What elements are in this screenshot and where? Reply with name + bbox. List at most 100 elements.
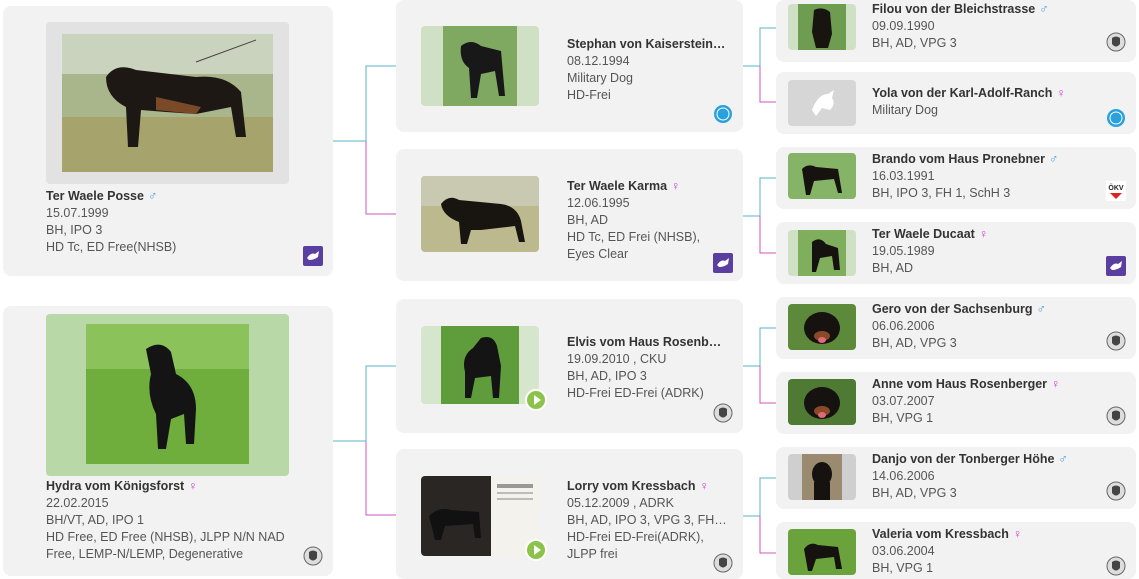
dog-info-line: Free, LEMP-N/LEMP, Degenerative (46, 547, 244, 561)
fci-badge-icon (1106, 108, 1126, 128)
rottweiler-badge-icon (303, 546, 323, 566)
dog-info-line: 22.02.2015 (46, 496, 109, 510)
dog-name[interactable]: Danjo von der Tonberger Höhe♂ (872, 452, 1068, 466)
dog-info-line: 09.09.1990 (872, 19, 935, 33)
dog-info-line: 05.12.2009 , ADRK (567, 496, 675, 510)
dog-info-line: Military Dog (872, 103, 938, 117)
dog-info-line: 19.05.1989 (872, 244, 935, 258)
dog-info-line: HD Tc, ED Free(NHSB) (46, 240, 177, 254)
male-symbol-icon: ♂ (1036, 302, 1046, 316)
dog-photo[interactable] (421, 26, 539, 106)
dog-info-line: BH, AD, VPG 3 (872, 36, 957, 50)
dog-info-line: HD Tc, ED Frei (NHSB), (567, 230, 701, 244)
play-video-button[interactable] (525, 539, 547, 561)
ancestor-card[interactable]: Valeria vom Kressbach♀ 03.06.2004 BH, VP… (776, 522, 1136, 579)
dog-photo[interactable] (421, 326, 539, 404)
dog-name[interactable]: Anne vom Haus Rosenberger♀ (872, 377, 1061, 391)
dog-info-line: BH/VT, AD, IPO 1 (46, 513, 144, 527)
female-symbol-icon: ♀ (1051, 377, 1061, 391)
play-video-button[interactable] (525, 389, 547, 411)
dog-info-line: BH, IPO 3 (46, 223, 103, 237)
purple-dog-badge-icon (303, 246, 323, 266)
female-symbol-icon: ♀ (1012, 527, 1023, 541)
dog-photo[interactable] (421, 476, 539, 556)
dog-info-line: 03.06.2004 (872, 544, 935, 558)
dog-photo[interactable] (46, 22, 289, 184)
rottweiler-badge-icon (1106, 556, 1126, 576)
ancestor-card[interactable]: Gero von der Sachsenburg♂ 06.06.2006 BH,… (776, 297, 1136, 359)
dam-dam-card[interactable]: Lorry vom Kressbach♀ 05.12.2009 , ADRK B… (396, 449, 743, 579)
dam-sire-card[interactable]: Elvis vom Haus Rosenb… 19.09.2010 , CKU … (396, 299, 743, 433)
dog-name[interactable]: Yola von der Karl-Adolf-Ranch♀ (872, 86, 1066, 100)
rottweiler-badge-icon (1106, 331, 1126, 351)
dog-info-line: HD Free, ED Free (NHSB), JLPP N/N NAD (46, 530, 285, 544)
sire-sire-card[interactable]: Stephan von Kaiserstein… 08.12.1994 Mili… (396, 0, 743, 132)
female-symbol-icon: ♀ (1056, 86, 1066, 100)
dog-photo[interactable] (46, 314, 289, 476)
dog-info-line: 03.07.2007 (872, 394, 935, 408)
dog-info-line: HD-Frei ED-Frei(ADRK), (567, 530, 704, 544)
dog-info-line: 08.12.1994 (567, 54, 630, 68)
rottweiler-badge-icon (713, 403, 733, 423)
okv-badge-icon: ÖKV (1106, 181, 1126, 201)
dog-name[interactable]: Ter Waele Ducaat♀ (872, 227, 989, 241)
dog-info-line: BH, AD, IPO 3, VPG 3, FH… (567, 513, 727, 527)
dog-info-line: BH, VPG 1 (872, 561, 934, 575)
dog-info-line: 15.07.1999 (46, 206, 109, 220)
male-symbol-icon: ♂ (1048, 152, 1059, 166)
female-symbol-icon: ♀ (188, 479, 198, 493)
dog-name[interactable]: Lorry vom Kressbach♀ (567, 479, 709, 493)
dog-photo[interactable] (421, 176, 539, 252)
female-symbol-icon: ♀ (978, 227, 989, 241)
dog-name[interactable]: Filou von der Bleichstrasse♂ (872, 2, 1049, 16)
dog-name[interactable]: Ter Waele Karma♀ (567, 179, 681, 193)
dog-info-line: Military Dog (567, 71, 633, 85)
male-symbol-icon: ♂ (1058, 452, 1068, 466)
dog-name[interactable]: Stephan von Kaiserstein… (567, 37, 726, 51)
sire-dam-card[interactable]: Ter Waele Karma♀ 12.06.1995 BH, AD HD Tc… (396, 149, 743, 281)
dog-info-line: BH, IPO 3, FH 1, SchH 3 (872, 186, 1011, 200)
dog-photo[interactable] (788, 230, 856, 276)
dog-name[interactable]: Valeria vom Kressbach♀ (872, 527, 1023, 541)
rottweiler-badge-icon (1106, 406, 1126, 426)
dam-card[interactable]: Hydra vom Königsforst♀ 22.02.2015 BH/VT,… (3, 306, 333, 576)
dog-info-line: 12.06.1995 (567, 196, 630, 210)
dog-info-line: BH, AD (872, 261, 913, 275)
purple-dog-badge-icon (713, 253, 733, 273)
ancestor-card[interactable]: Ter Waele Ducaat♀ 19.05.1989 BH, AD (776, 222, 1136, 284)
ancestor-card[interactable]: Filou von der Bleichstrasse♂ 09.09.1990 … (776, 0, 1136, 62)
dog-info-line: BH, AD, VPG 3 (872, 336, 957, 350)
male-symbol-icon: ♂ (147, 189, 158, 203)
male-symbol-icon: ♂ (1039, 2, 1049, 16)
ancestor-card[interactable]: Brando vom Haus Pronebner♂ 16.03.1991 BH… (776, 147, 1136, 209)
ancestor-card[interactable]: Anne vom Haus Rosenberger♀ 03.07.2007 BH… (776, 372, 1136, 434)
fci-badge-icon (713, 104, 733, 124)
dog-info-line: 06.06.2006 (872, 319, 935, 333)
dog-photo[interactable] (788, 153, 856, 199)
dog-info-line: 19.09.2010 , CKU (567, 352, 667, 366)
dog-info-line: 14.06.2006 (872, 469, 935, 483)
dog-info-line: JLPP frei (567, 547, 618, 561)
purple-dog-badge-icon (1106, 256, 1126, 276)
dog-info-line: BH, VPG 1 (872, 411, 934, 425)
dog-photo-placeholder[interactable] (788, 80, 856, 126)
dog-info-line: 16.03.1991 (872, 169, 935, 183)
dog-info-line: HD-Frei ED-Frei (ADRK) (567, 386, 704, 400)
female-symbol-icon: ♀ (671, 179, 681, 193)
dog-name[interactable]: Ter Waele Posse♂ (46, 189, 158, 203)
sire-card[interactable]: Ter Waele Posse♂ 15.07.1999 BH, IPO 3 HD… (3, 6, 333, 276)
dog-photo[interactable] (788, 4, 856, 50)
dog-photo[interactable] (788, 379, 856, 425)
dog-photo[interactable] (788, 454, 856, 500)
rottweiler-badge-icon (1106, 32, 1126, 52)
dog-name[interactable]: Gero von der Sachsenburg♂ (872, 302, 1046, 316)
dog-name[interactable]: Brando vom Haus Pronebner♂ (872, 152, 1059, 166)
ancestor-card[interactable]: Yola von der Karl-Adolf-Ranch♀ Military … (776, 72, 1136, 134)
dog-photo[interactable] (788, 304, 856, 350)
dog-info-line: BH, AD, VPG 3 (872, 486, 957, 500)
dog-photo[interactable] (788, 529, 856, 575)
ancestor-card[interactable]: Danjo von der Tonberger Höhe♂ 14.06.2006… (776, 447, 1136, 509)
female-symbol-icon: ♀ (699, 479, 709, 493)
dog-name[interactable]: Elvis vom Haus Rosenb… (567, 335, 722, 349)
dog-name[interactable]: Hydra vom Königsforst♀ (46, 479, 198, 493)
